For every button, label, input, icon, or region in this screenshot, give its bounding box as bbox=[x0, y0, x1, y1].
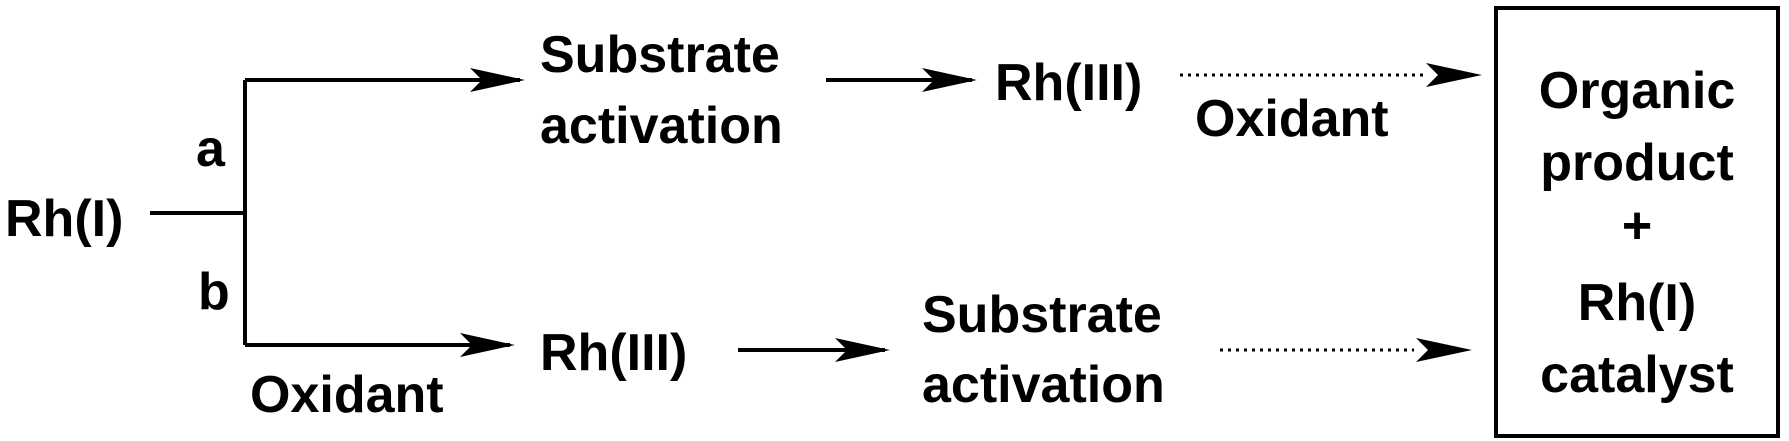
path-a-rh-iii-label: Rh(III) bbox=[995, 54, 1142, 112]
path-b-arrowhead-2 bbox=[835, 338, 890, 362]
path-b-dotted-arrowhead bbox=[1416, 338, 1472, 362]
path-a-arrowhead-1 bbox=[470, 68, 525, 92]
path-b-oxidant-label: Oxidant bbox=[250, 366, 444, 424]
path-b-step2-line2: activation bbox=[922, 356, 1165, 414]
path-b-letter: b bbox=[198, 263, 230, 321]
path-a-letter: a bbox=[196, 120, 226, 178]
start-rh-i-label: Rh(I) bbox=[5, 190, 123, 248]
product-line-plus: + bbox=[1622, 197, 1652, 255]
product-line-catalyst: catalyst bbox=[1540, 346, 1734, 404]
path-a-dotted-arrowhead bbox=[1426, 63, 1482, 87]
path-a-arrowhead-2 bbox=[922, 68, 977, 92]
product-line-product: product bbox=[1540, 134, 1734, 192]
path-b-step2-line1: Substrate bbox=[922, 286, 1162, 344]
path-a-oxidant-label: Oxidant bbox=[1195, 90, 1389, 148]
product-line-organic: Organic bbox=[1539, 62, 1736, 120]
product-box bbox=[1494, 6, 1780, 438]
path-b-rh-iii-label: Rh(III) bbox=[540, 324, 687, 382]
product-line-rh-i: Rh(I) bbox=[1578, 274, 1696, 332]
path-a-step1-line1: Substrate bbox=[540, 26, 780, 84]
path-b-arrowhead-1 bbox=[460, 333, 515, 357]
path-a-step1-line2: activation bbox=[540, 97, 783, 155]
